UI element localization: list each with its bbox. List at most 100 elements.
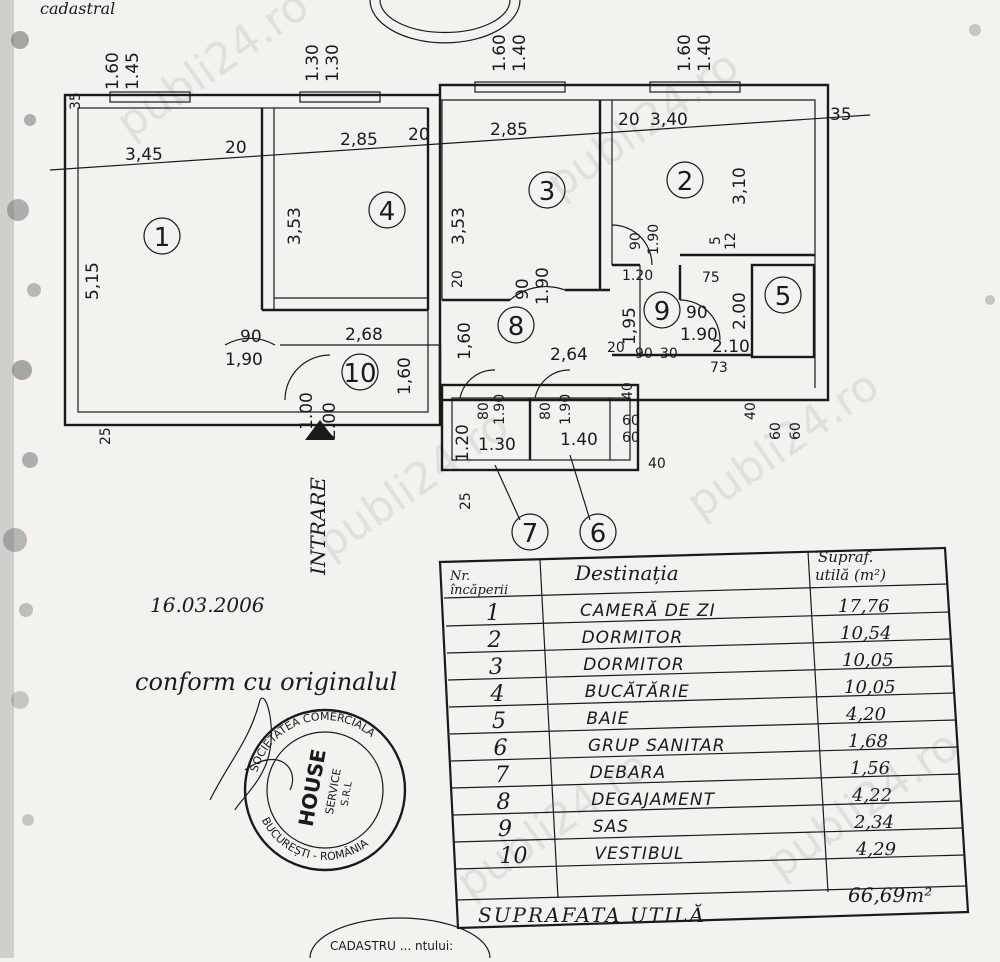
table-cell-area: 4,20 xyxy=(845,704,886,725)
room-number: 1 xyxy=(154,223,171,253)
room-marker-3 xyxy=(528,171,566,209)
dim-label: 1.90 xyxy=(533,267,553,305)
bottom-cadastru-label: CADASTRU ... ntului: xyxy=(330,939,453,953)
row-divider xyxy=(449,719,956,735)
door-swing-10 xyxy=(284,354,331,401)
dim-label: 25 xyxy=(458,492,474,510)
table-cell-area: 10,05 xyxy=(844,677,896,698)
door-swing-7 xyxy=(459,369,496,399)
header-nr: Nr. xyxy=(449,569,470,584)
total-label: SUPRAFATA UTILĂ xyxy=(478,903,706,927)
outer-wall-right xyxy=(438,83,830,402)
dim-label: 2,85 xyxy=(340,130,378,150)
room-number: 2 xyxy=(677,167,694,197)
table-row-dividers xyxy=(445,611,965,870)
top-stamp-fragment-inner xyxy=(379,0,511,34)
dim-label: 1.90 xyxy=(680,325,718,345)
room-marker-10 xyxy=(341,353,379,391)
table-cell-area: 10,05 xyxy=(842,650,894,671)
table-cell-destination: GRUP SANITAR xyxy=(588,736,726,756)
door-swing-9 xyxy=(679,299,721,341)
dim-label: 1.90 xyxy=(558,394,574,425)
dim-label: 3,45 xyxy=(125,145,163,165)
dim-label: 1.20 xyxy=(622,268,653,284)
dim-label: 60 xyxy=(768,422,784,440)
dim-label: 1.90 xyxy=(646,224,662,255)
dim-label: 90 xyxy=(628,232,644,250)
row-divider xyxy=(447,665,953,681)
room-markers: 1 2 3 4 5 6 7 8 9 10 xyxy=(143,161,802,551)
dim-label: 3,40 xyxy=(650,110,688,130)
leader-line-7 xyxy=(494,464,521,521)
dim-label: 1.30 xyxy=(303,44,323,82)
header-destinatia: Destinația xyxy=(574,561,679,585)
area-table: Nr. încăperii Destinația Supraf. utilă (… xyxy=(438,546,970,930)
room-number: 8 xyxy=(508,312,525,342)
table-cell-nr: 4 xyxy=(490,682,505,707)
dim-label: 1,95 xyxy=(620,307,640,345)
leader-line-6 xyxy=(569,454,591,521)
company-stamp: SOCIETATEA COMERCIALĂ BUCUREȘTI - ROMÂNI… xyxy=(243,708,407,872)
inner-wall-bottom xyxy=(451,397,631,461)
row-divider xyxy=(445,611,950,627)
table-cell-area: 2,34 xyxy=(853,812,894,833)
room-marker-4 xyxy=(368,191,406,229)
stamp-sub: S.R.L xyxy=(340,780,355,807)
dim-label: 40 xyxy=(620,382,636,400)
walls xyxy=(63,83,830,472)
dim-label: 2.00 xyxy=(730,292,750,330)
room-number: 9 xyxy=(654,297,671,327)
window-4 xyxy=(299,91,381,103)
dim-label: 60 xyxy=(622,413,640,429)
watermark-text: publi24.ro xyxy=(677,360,888,529)
table-cell-destination: DEGAJAMENT xyxy=(591,790,715,810)
watermark: publi24.ro publi24.ro publi24.ro publi24… xyxy=(107,0,968,909)
dim-label: 1,60 xyxy=(395,357,415,395)
dim-label: 20 xyxy=(225,138,247,158)
dim-label: 1.30 xyxy=(323,44,343,82)
dim-label: 20 xyxy=(618,110,640,130)
dim-label: 3,53 xyxy=(449,207,469,245)
dim-label: 1.60 xyxy=(675,34,695,72)
total-value: 66,69m² xyxy=(848,883,932,907)
stamp-brand: HOUSE xyxy=(294,747,331,828)
dim-label: 35 xyxy=(68,92,84,110)
dim-label: 5 xyxy=(708,236,724,245)
stamp-inner-circle xyxy=(266,731,384,849)
window-1 xyxy=(109,91,191,103)
room-number: 5 xyxy=(775,282,792,312)
dim-label: 73 xyxy=(710,360,728,376)
dimension-line-top xyxy=(49,114,871,171)
room-number: 3 xyxy=(539,177,556,207)
table-cell-nr: 6 xyxy=(494,736,508,761)
row-divider xyxy=(451,773,960,789)
outer-wall-left xyxy=(63,93,442,427)
door-swing-8 xyxy=(509,286,566,301)
signature xyxy=(209,697,294,811)
bottom-stamp-fragment xyxy=(309,917,491,959)
table-col-line-2 xyxy=(807,551,829,893)
stamp-outer-circle xyxy=(243,708,407,872)
dim-label: 35 xyxy=(830,105,852,125)
dim-label: 1,90 xyxy=(225,350,263,370)
row-divider xyxy=(448,692,955,708)
room-marker-7 xyxy=(511,513,549,551)
dim-label: 1.60 xyxy=(103,52,123,90)
row-divider xyxy=(453,827,963,843)
dim-label: 1.20 xyxy=(453,424,473,462)
date-handwritten: 16.03.2006 xyxy=(150,593,265,617)
table-cell-nr: 1 xyxy=(486,601,500,626)
door-swing-1 xyxy=(224,337,276,346)
dim-label: 80 xyxy=(538,402,554,420)
dim-label: 1.40 xyxy=(695,34,715,72)
wall-room-5 xyxy=(750,263,816,359)
table-cell-area: 10,54 xyxy=(840,623,892,644)
table-cell-area: 4,29 xyxy=(855,839,896,860)
room-number: 7 xyxy=(522,519,539,549)
table-cell-nr: 10 xyxy=(500,844,528,869)
dim-label: 60 xyxy=(788,422,804,440)
dim-label: 1.00 xyxy=(297,392,317,430)
dim-label: 3,10 xyxy=(730,167,750,205)
room-marker-2 xyxy=(666,161,704,199)
